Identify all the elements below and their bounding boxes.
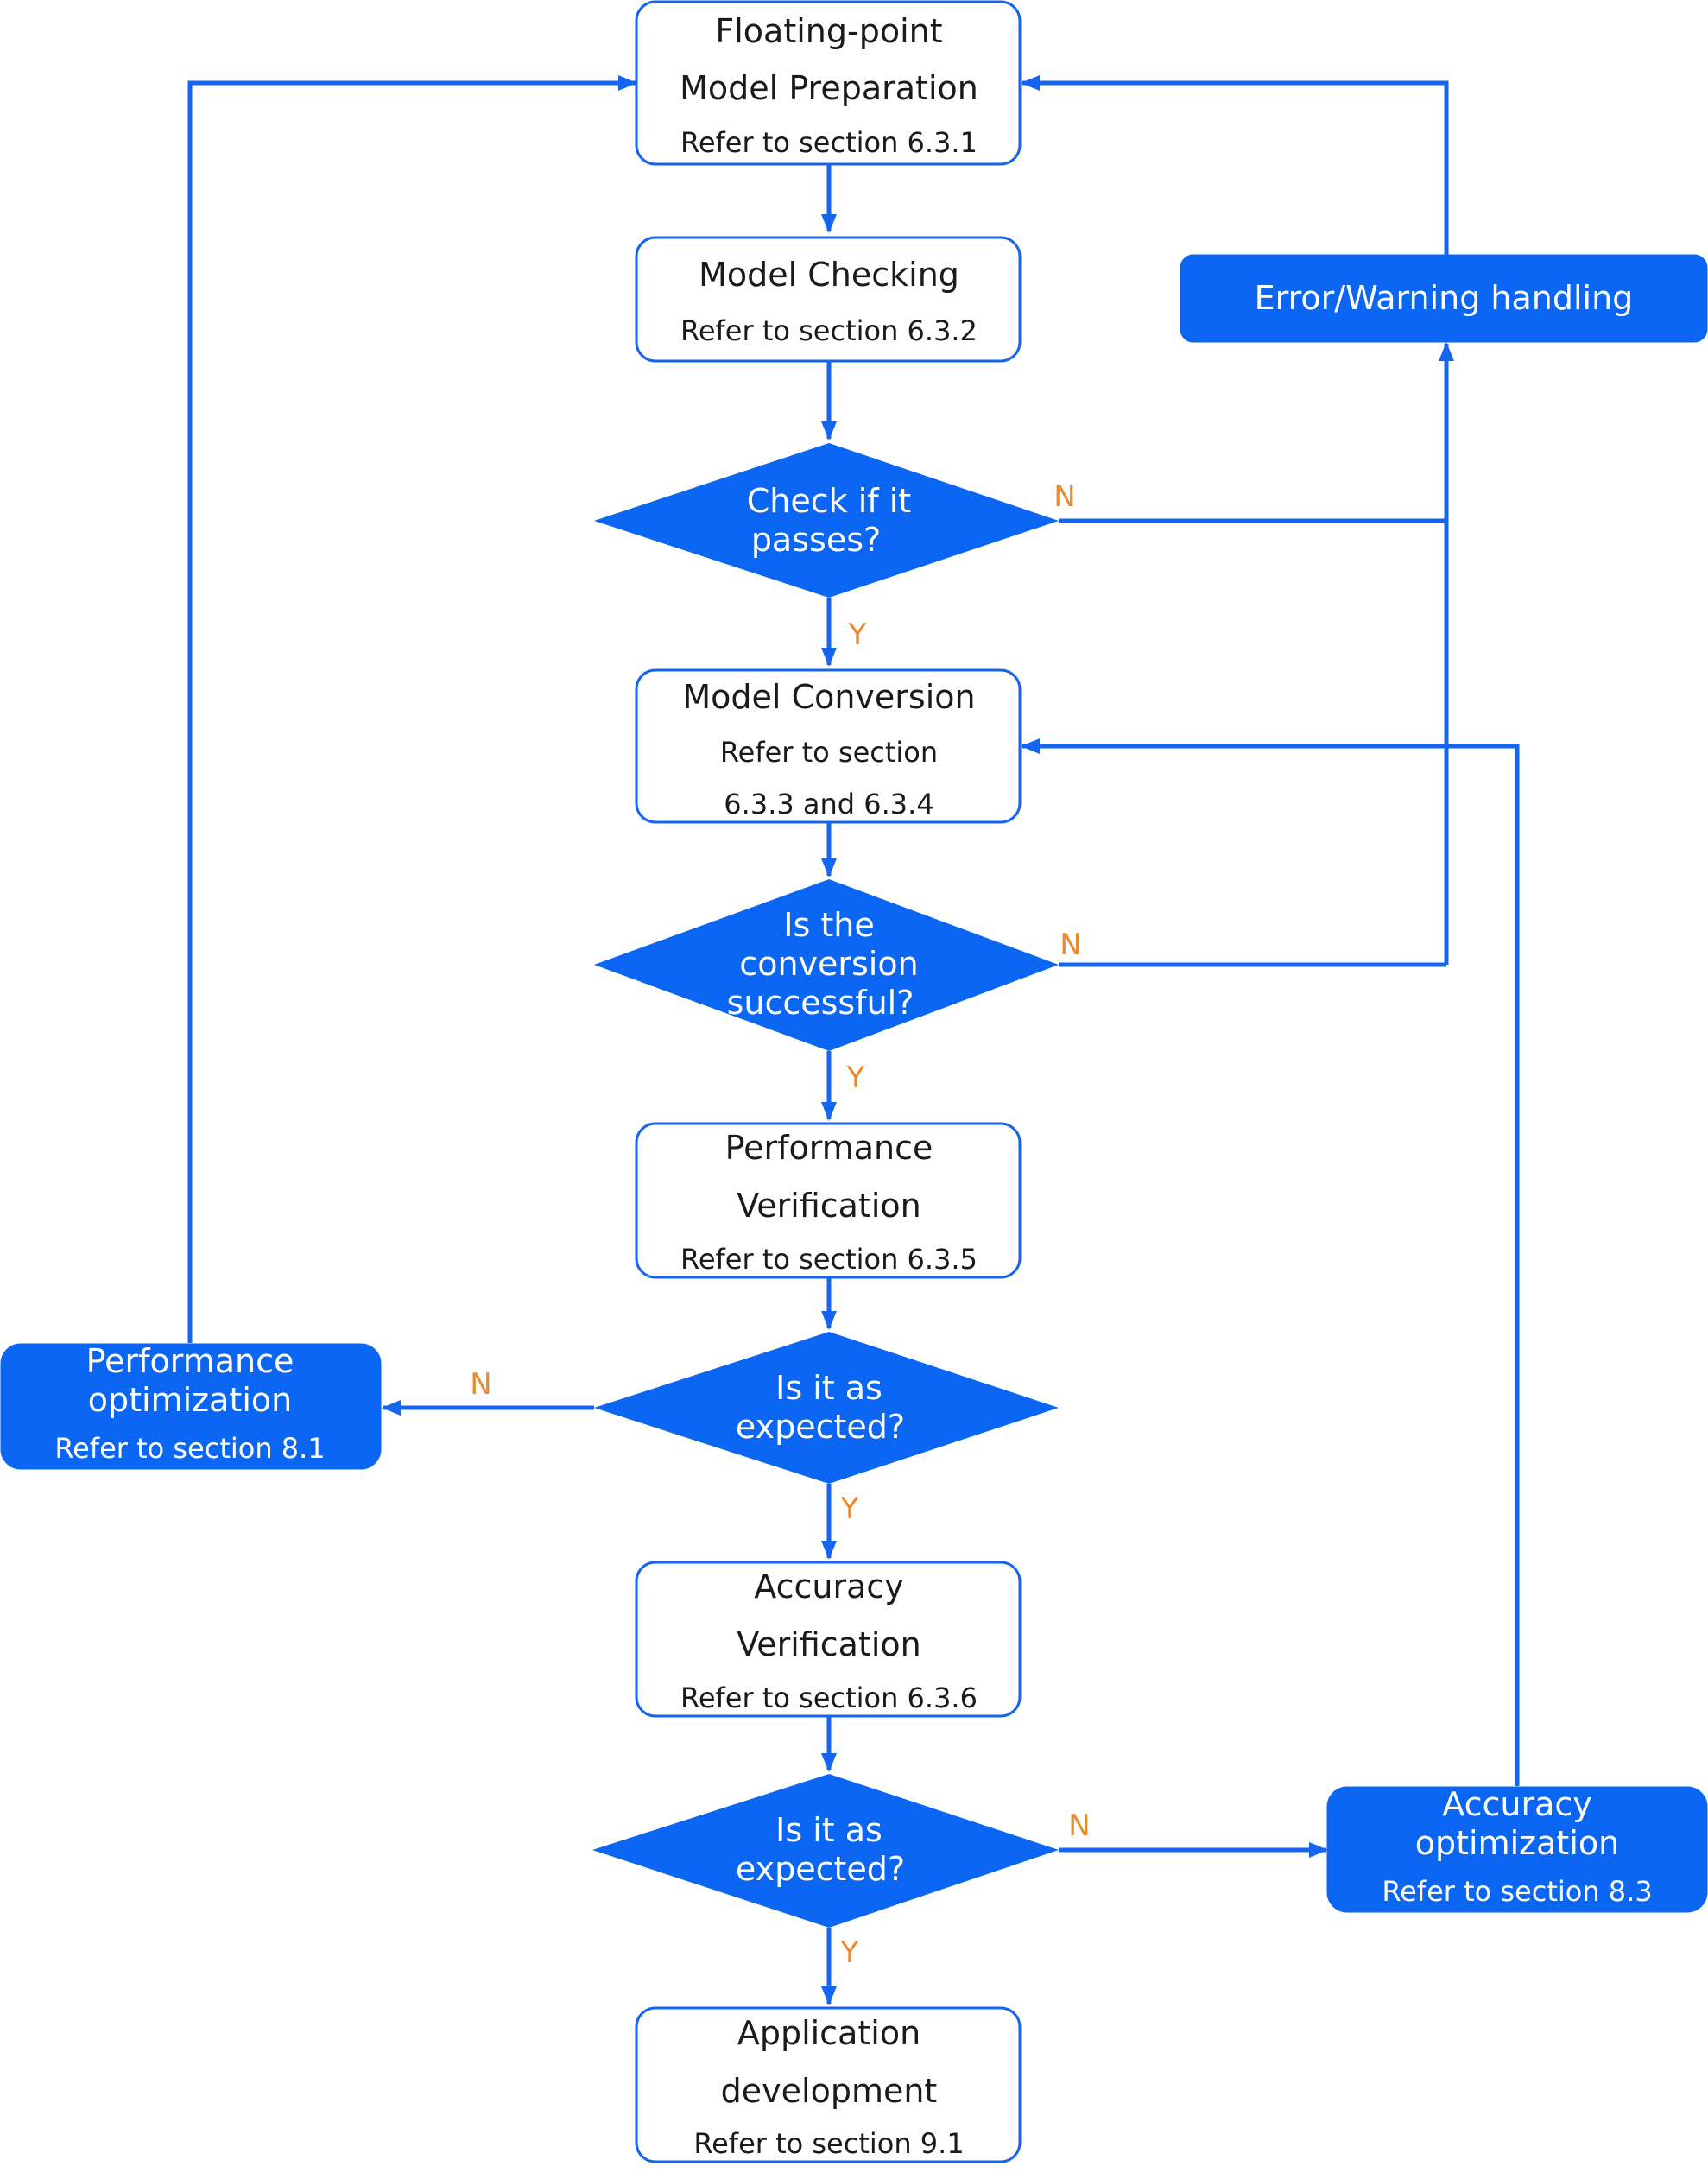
svg-text:Check if it: Check if it [747,482,911,520]
svg-text:Refer to section 9.1: Refer to section 9.1 [693,2127,964,2160]
svg-text:Refer to section 6.3.2: Refer to section 6.3.2 [680,314,977,347]
label-check-yes: Y [848,618,867,652]
node-error-warning-handling: Error/Warning handling [1180,254,1708,343]
node-application-development: Application development Refer to section… [635,2006,1022,2163]
svg-text:Refer to section 6.3.5: Refer to section 6.3.5 [680,1243,977,1276]
edge-labels: N Y N Y N Y N Y [470,479,1090,1970]
node-performance-optimization: Performance optimization Refer to sectio… [0,1342,382,1470]
svg-text:Accuracy: Accuracy [1442,1785,1592,1823]
svg-text:Refer to section: Refer to section [720,736,938,769]
decision-accuracy-expected: Is it as expected? [592,1774,1059,1928]
svg-text:conversion: conversion [739,945,918,983]
node-accuracy-optimization: Accuracy optimization Refer to section 8… [1326,1785,1708,1913]
svg-text:Error/Warning handling: Error/Warning handling [1255,279,1634,317]
svg-text:6.3.3 and 6.3.4: 6.3.3 and 6.3.4 [724,788,933,820]
svg-text:Performance: Performance [86,1342,294,1380]
svg-text:Accuracy: Accuracy [754,1568,904,1606]
svg-text:Model Checking: Model Checking [699,256,959,294]
label-conv-yes: Y [846,1061,865,1095]
svg-text:successful?: successful? [727,984,914,1022]
svg-text:Refer to section 8.1: Refer to section 8.1 [54,1432,325,1465]
label-conv-no: N [1060,928,1081,962]
decision-conversion-successful: Is the conversion successful? [594,879,1059,1051]
svg-text:Verification: Verification [737,1187,921,1225]
svg-text:expected?: expected? [736,1850,905,1888]
svg-text:Refer to section 6.3.6: Refer to section 6.3.6 [680,1682,977,1714]
node-model-preparation: Floating-point Model Preparation Refer t… [635,0,1022,166]
svg-text:development: development [721,2072,938,2110]
edge-perfopt-to-prep [187,75,637,1343]
svg-text:Verification: Verification [737,1625,921,1663]
node-model-conversion: Model Conversion Refer to section 6.3.3 … [635,668,1022,824]
svg-text:expected?: expected? [736,1408,905,1446]
svg-text:Performance: Performance [725,1129,933,1167]
svg-text:Model Conversion: Model Conversion [682,678,975,716]
label-check-no: N [1053,479,1075,514]
svg-text:optimization: optimization [1415,1824,1619,1862]
svg-text:Is the: Is the [783,906,874,944]
svg-text:optimization: optimization [88,1381,292,1419]
label-acc-no: N [1068,1808,1090,1843]
svg-text:Floating-point: Floating-point [715,12,942,50]
connectors [187,75,1520,2005]
svg-text:Is it as: Is it as [775,1369,882,1407]
edge-error-to-prep [1021,75,1449,255]
label-acc-yes: Y [840,1935,859,1970]
node-model-checking: Model Checking Refer to section 6.3.2 [635,236,1022,363]
svg-text:Refer to section 8.3: Refer to section 8.3 [1382,1875,1652,1908]
label-perf-yes: Y [840,1492,859,1526]
svg-text:passes?: passes? [751,521,881,559]
svg-text:Model Preparation: Model Preparation [680,69,978,107]
node-accuracy-verification: Accuracy Verification Refer to section 6… [635,1561,1022,1718]
svg-text:Application: Application [737,2014,920,2052]
decision-check-passes: Check if it passes? [594,443,1059,598]
node-performance-verification: Performance Verification Refer to sectio… [635,1122,1022,1279]
edge-accopt-to-conversion [1021,738,1520,1786]
label-perf-no: N [470,1367,491,1402]
svg-text:Is it as: Is it as [775,1811,882,1849]
svg-text:Refer to section 6.3.1: Refer to section 6.3.1 [680,126,977,159]
decision-performance-expected: Is it as expected? [594,1332,1059,1484]
